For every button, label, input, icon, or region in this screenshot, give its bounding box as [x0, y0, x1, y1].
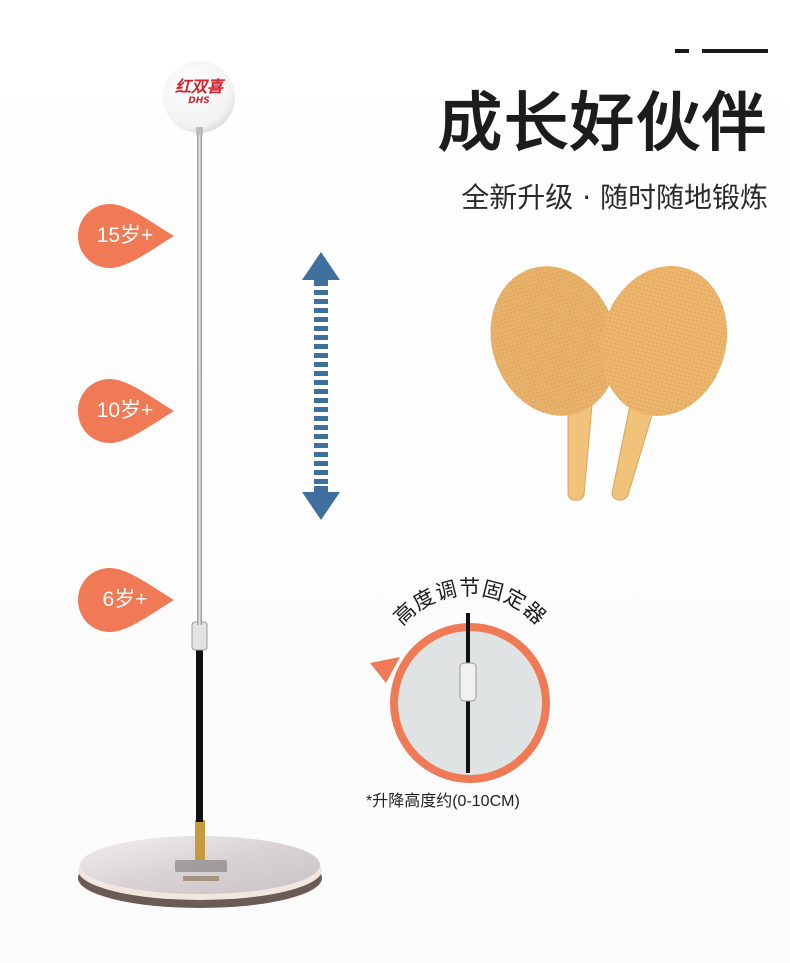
age-label: 10岁+	[96, 399, 154, 422]
marker-drop-shape	[78, 204, 174, 268]
weighted-base	[78, 836, 322, 908]
title-dash-long	[702, 49, 768, 53]
ball-logo: 红双喜 DHS	[170, 77, 228, 107]
height-arrow-icon	[302, 252, 340, 520]
paddle-left	[490, 266, 618, 501]
adjuster-closeup	[459, 662, 477, 702]
spring-rod	[197, 130, 202, 625]
marker-drop-shape	[78, 379, 174, 443]
training-ball	[163, 61, 235, 135]
base-connector	[195, 820, 205, 860]
age-marker-10: 10岁+	[76, 377, 176, 445]
age-marker-15: 15岁+	[76, 202, 176, 270]
ball-logo-text: 红双喜	[174, 77, 223, 96]
title-dash-short	[675, 49, 689, 53]
lower-rod	[196, 640, 203, 822]
age-label: 15岁+	[96, 224, 154, 247]
paddle-right	[600, 265, 728, 501]
page-subtitle: 全新升级 · 随时随地锻炼	[461, 181, 768, 214]
page-title: 成长好伙伴	[438, 87, 768, 161]
marker-drop-shape	[78, 568, 174, 632]
height-adjuster	[191, 621, 208, 651]
age-marker-6: 6岁+	[76, 566, 176, 634]
ball-logo-sub: DHS	[188, 96, 210, 106]
detail-pointer	[370, 657, 400, 683]
paddles-image	[490, 265, 728, 501]
age-label: 6岁+	[102, 588, 148, 611]
height-range-note: *升降高度约(0-10CM)	[366, 793, 520, 810]
adjuster-detail-circle: 高度调节固定器	[370, 576, 550, 783]
